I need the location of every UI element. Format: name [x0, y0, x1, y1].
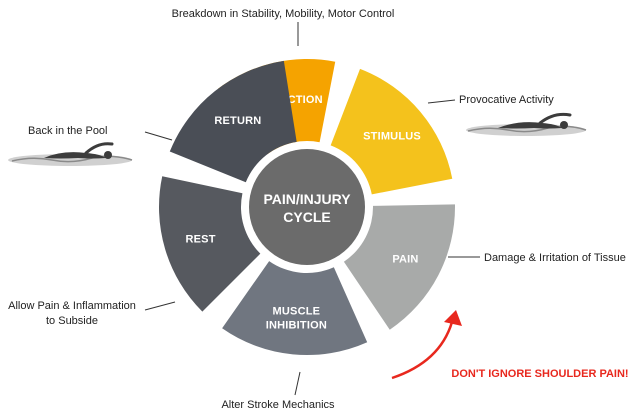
- annotation-stimulus: Provocative Activity: [459, 94, 554, 106]
- segment-shape-stimulus: [330, 68, 453, 195]
- cycle-segments: DYSFUNCTIONSTIMULUSPAINMUSCLEINHIBITIONR…: [159, 59, 455, 356]
- annotation-return: Back in the Pool: [28, 125, 108, 137]
- annotation-rest-line1: Allow Pain & Inflammation: [8, 300, 136, 312]
- annotation-rest-line2: to Subside: [46, 315, 98, 327]
- leader-stimulus: [427, 99, 456, 104]
- leader-rest: [144, 301, 176, 311]
- segment-shape-rest: [159, 176, 261, 312]
- center-label-line1: PAIN/INJURY: [263, 191, 351, 207]
- segment-label-rest: REST: [186, 234, 216, 246]
- leader-return: [144, 131, 173, 141]
- annotation-dysfunction: Breakdown in Stability, Mobility, Motor …: [172, 8, 395, 20]
- annotation-pain: Damage & Irritation of Tissue: [484, 252, 626, 264]
- leader-lines: [144, 22, 480, 396]
- swimmer-icon-right: [466, 112, 587, 136]
- swimmer-icon-left: [8, 142, 133, 166]
- leader-muscle-inhibition: [294, 371, 301, 396]
- segment-shape-muscle-inhibition: [222, 261, 368, 356]
- segment-shape-return: [169, 60, 297, 183]
- segment-label-muscle-inhibition-2: INHIBITION: [266, 319, 327, 331]
- center-circle: PAIN/INJURY CYCLE: [249, 149, 365, 265]
- warning-text: DON'T IGNORE SHOULDER PAIN!: [451, 368, 628, 380]
- segment-label-muscle-inhibition-1: MUSCLE: [273, 305, 321, 317]
- red-arrow-icon: [391, 310, 462, 380]
- annotation-muscle-inhibition: Alter Stroke Mechanics: [221, 399, 335, 411]
- segment-label-stimulus: STIMULUS: [363, 131, 421, 143]
- annotations: Breakdown in Stability, Mobility, Motor …: [8, 8, 626, 411]
- segment-muscle-inhibition: MUSCLE INHIBITION: [222, 261, 368, 356]
- segment-label-pain: PAIN: [392, 253, 418, 265]
- segment-rest: REST: [159, 176, 261, 312]
- segment-label-return: RETURN: [214, 115, 261, 127]
- center-label-line2: CYCLE: [283, 209, 330, 225]
- segment-stimulus: STIMULUS: [330, 68, 453, 195]
- segment-shape-pain: [343, 204, 455, 330]
- segment-pain: PAIN: [343, 204, 455, 330]
- center-disc: [249, 149, 365, 265]
- segment-return: RETURN: [169, 60, 297, 183]
